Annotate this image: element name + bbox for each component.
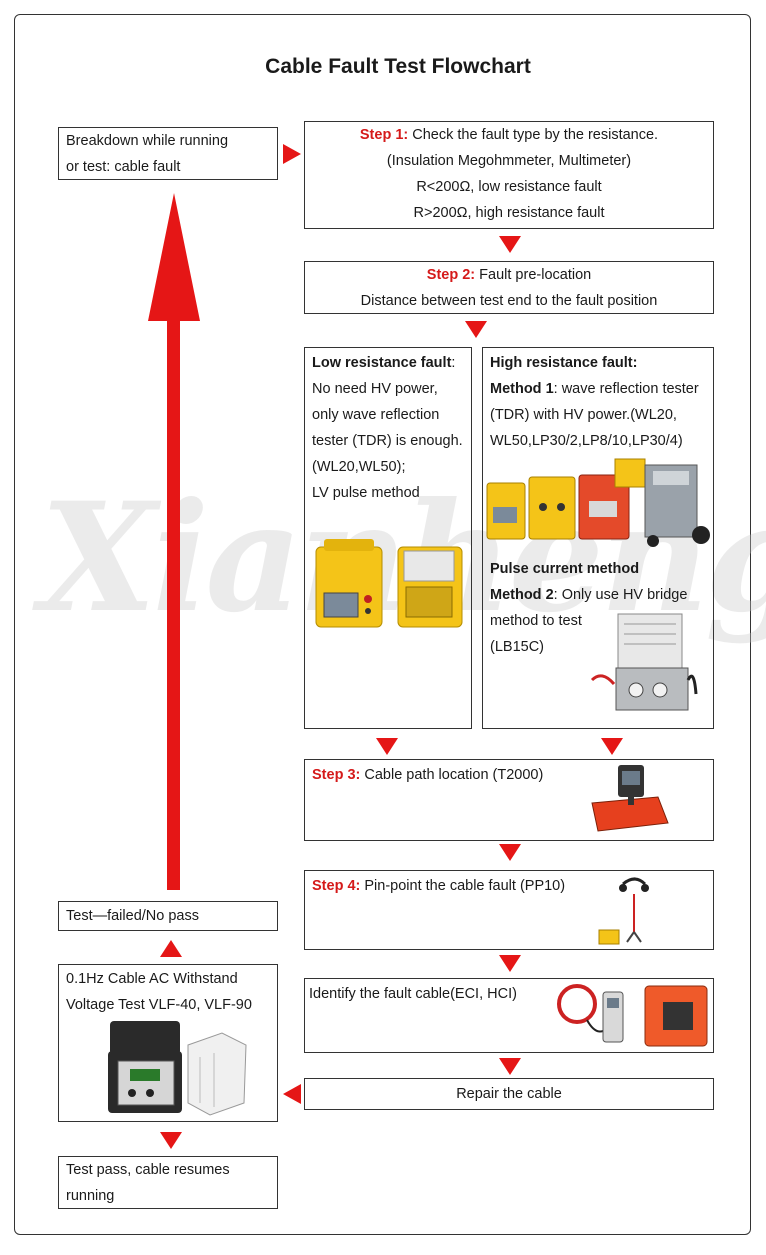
method1-line-2: WL50,LP30/2,LP8/10,LP30/4) <box>490 433 683 449</box>
arrow-step4-to-identify <box>499 955 521 972</box>
step4-box: Step 4: Pin-point the cable fault (PP10) <box>304 870 714 950</box>
low-resistance-box: Low resistance fault: No need HV power, … <box>304 347 472 729</box>
step2-box: Step 2: Fault pre-location Distance betw… <box>304 261 714 314</box>
repair-text: Repair the cable <box>456 1086 562 1102</box>
method1-line-1: (TDR) with HV power.(WL20, <box>490 407 677 423</box>
low-line-4: (WL20,WL50); <box>312 459 406 475</box>
step1-line2: (Insulation Megohmmeter, Multimeter) <box>386 153 632 169</box>
arrow-vlf-to-failed <box>160 940 182 957</box>
method2-label: Method 2 <box>490 587 554 603</box>
step1-line4: R>200Ω, high resistance fault <box>413 205 605 221</box>
arrow-step2-to-branches <box>465 321 487 338</box>
failed-box: Test—failed/No pass <box>58 901 278 931</box>
pass-line1: Test pass, cable resumes <box>66 1162 230 1178</box>
method2-line-2: (LB15C) <box>490 639 544 655</box>
low-line-2: only wave reflection <box>312 407 440 423</box>
step2-line1: Fault pre-location <box>475 267 592 283</box>
arrow-vlf-to-pass <box>160 1132 182 1149</box>
hv-test-set-image <box>486 458 710 547</box>
step3-label: Step 3: <box>312 767 361 783</box>
vlf-line1: 0.1Hz Cable AC Withstand <box>66 971 238 987</box>
high-resistance-box: High resistance fault: Method 1: wave re… <box>482 347 714 729</box>
low-line-1: No need HV power, <box>312 381 438 397</box>
pass-line2: running <box>66 1188 115 1204</box>
arrow-identify-to-repair <box>499 1058 521 1075</box>
failed-text: Test—failed/No pass <box>66 908 199 924</box>
method2-line-1: method to test <box>490 613 582 629</box>
method2-text: : Only use HV bridge <box>553 587 688 603</box>
low-line-3: tester (TDR) is enough. <box>312 433 463 449</box>
step1-line3: R<200Ω, low resistance fault <box>416 179 602 195</box>
tdr-tester-image <box>315 539 463 628</box>
step3-box: Step 3: Cable path location (T2000) <box>304 759 714 841</box>
cable-path-locator-image <box>591 765 669 832</box>
repair-box: Repair the cable <box>304 1078 714 1110</box>
step4-label: Step 4: <box>312 878 361 894</box>
hv-bridge-image <box>590 613 698 711</box>
arrow-repair-to-vlf <box>283 1084 301 1104</box>
step1-label: Step 1: <box>359 127 409 143</box>
low-resistance-heading: Low resistance fault <box>312 355 452 371</box>
high-resistance-heading: High resistance fault: <box>490 355 638 371</box>
breakdown-line2: or test: cable fault <box>66 159 181 175</box>
low-resistance-colon: : <box>451 355 456 371</box>
vlf-tester-image <box>108 1021 247 1116</box>
cable-identifier-image <box>557 984 708 1047</box>
vlf-test-box: 0.1Hz Cable AC Withstand Voltage Test VL… <box>58 964 278 1122</box>
arrow-step1-to-step2 <box>499 236 521 253</box>
method1-label: Method 1 <box>490 381 554 397</box>
breakdown-box: Breakdown while running or test: cable f… <box>58 127 278 180</box>
identify-box: Identify the fault cable(ECI, HCI) <box>304 978 714 1053</box>
step2-label: Step 2: <box>426 267 476 283</box>
pinpointer-image <box>598 877 649 945</box>
arrow-high-to-step3 <box>601 738 623 755</box>
arrow-breakdown-to-step1 <box>283 144 301 164</box>
arrow-low-to-step3 <box>376 738 398 755</box>
step1-line1: Check the fault type by the resistance. <box>408 127 659 143</box>
step4-text: Pin-point the cable fault (PP10) <box>360 878 566 894</box>
low-line-5: LV pulse method <box>312 485 420 501</box>
pulse-current-heading: Pulse current method <box>490 561 640 577</box>
arrow-step3-to-step4 <box>499 844 521 861</box>
page-title: Cable Fault Test Flowchart <box>265 55 531 78</box>
breakdown-line1: Breakdown while running <box>66 133 229 149</box>
step1-box: Step 1: Check the fault type by the resi… <box>304 121 714 229</box>
return-arrow-head <box>148 193 200 321</box>
identify-text: Identify the fault cable(ECI, HCI) <box>309 986 517 1002</box>
diagram-frame <box>14 14 751 1235</box>
method1-text: : wave reflection tester <box>553 381 699 397</box>
step3-text: Cable path location (T2000) <box>360 767 544 783</box>
step2-line2: Distance between test end to the fault p… <box>360 293 658 309</box>
vlf-line2: Voltage Test VLF-40, VLF-90 <box>66 997 252 1013</box>
return-arrow-shaft <box>167 318 180 890</box>
pass-box: Test pass, cable resumes running <box>58 1156 278 1209</box>
